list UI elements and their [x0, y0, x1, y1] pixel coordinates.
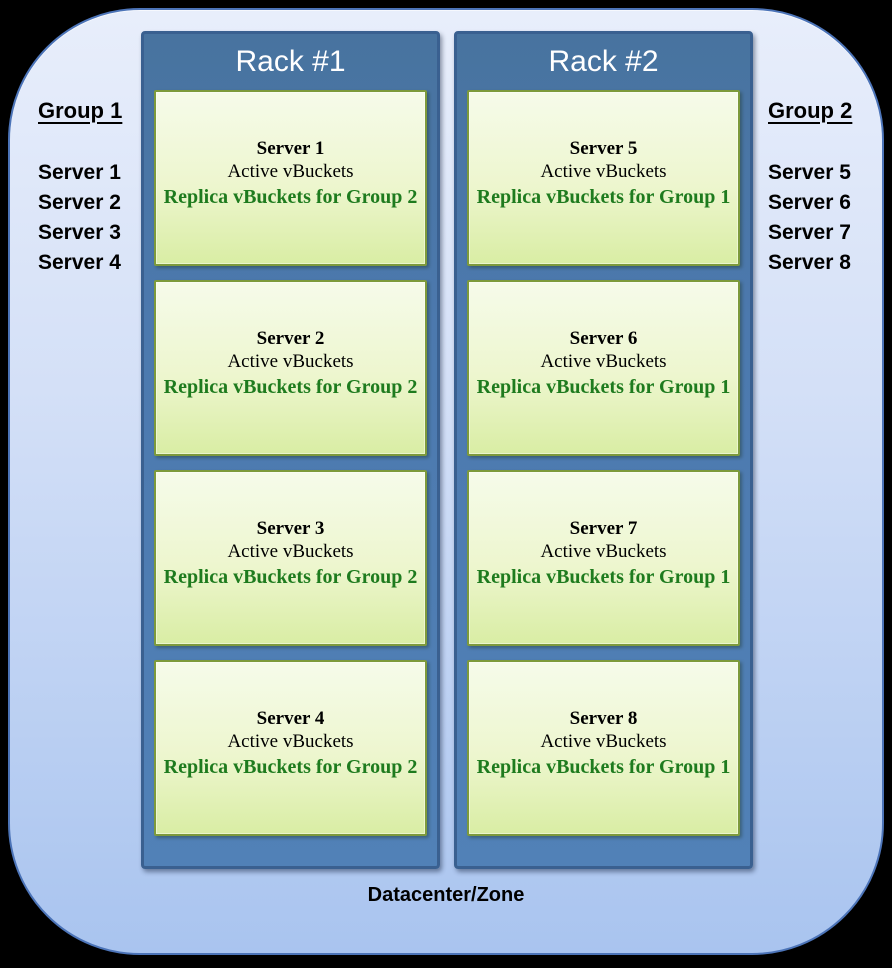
- group-1-server-label-2: Server 2: [38, 191, 121, 214]
- server-7-replica-label: Replica vBuckets for Group 1: [476, 565, 731, 588]
- rack-2-title: Rack #2: [548, 45, 659, 78]
- group-1-title: Group 1: [38, 98, 123, 123]
- group-2-server-label-4: Server 8: [768, 251, 851, 274]
- group-1-server-label-4: Server 4: [38, 251, 121, 274]
- server-4-replica-label: Replica vBuckets for Group 2: [163, 755, 418, 778]
- server-4-box: Server 4 Active vBuckets Replica vBucket…: [154, 660, 427, 836]
- server-5-box: Server 5 Active vBuckets Replica vBucket…: [467, 90, 740, 266]
- server-5-name: Server 5: [569, 137, 638, 159]
- server-6-name: Server 6: [569, 327, 638, 349]
- server-5-replica-label: Replica vBuckets for Group 1: [476, 185, 731, 208]
- server-3-active-label: Active vBuckets: [227, 540, 354, 562]
- group-1-server-label-3: Server 3: [38, 221, 121, 244]
- server-1-active-label: Active vBuckets: [227, 160, 354, 182]
- server-7-box: Server 7 Active vBuckets Replica vBucket…: [467, 470, 740, 646]
- group-2-server-label-2: Server 6: [768, 191, 851, 214]
- group-1-server-label-1: Server 1: [38, 161, 121, 184]
- server-8-replica-label: Replica vBuckets for Group 1: [476, 755, 731, 778]
- server-1-box: Server 1 Active vBuckets Replica vBucket…: [154, 90, 427, 266]
- server-4-name: Server 4: [256, 707, 325, 729]
- server-1-replica-label: Replica vBuckets for Group 2: [163, 185, 418, 208]
- rack-1: Rack #1 Server 1 Active vBuckets Replica…: [141, 31, 440, 869]
- group-2-server-label-3: Server 7: [768, 221, 851, 244]
- server-7-name: Server 7: [569, 517, 638, 539]
- server-6-active-label: Active vBuckets: [540, 350, 667, 372]
- rack-2-body: Server 5 Active vBuckets Replica vBucket…: [457, 90, 750, 866]
- server-2-name: Server 2: [256, 327, 325, 349]
- datacenter-zone-label: Datacenter/Zone: [367, 884, 525, 906]
- server-8-active-label: Active vBuckets: [540, 730, 667, 752]
- group-1-panel: Group 1 Server 1 Server 2 Server 3 Serve…: [38, 98, 122, 278]
- server-3-name: Server 3: [256, 517, 325, 539]
- group-2-title: Group 2: [768, 98, 853, 123]
- server-5-active-label: Active vBuckets: [540, 160, 667, 182]
- server-6-replica-label: Replica vBuckets for Group 1: [476, 375, 731, 398]
- server-2-active-label: Active vBuckets: [227, 350, 354, 372]
- rack-2: Rack #2 Server 5 Active vBuckets Replica…: [454, 31, 753, 869]
- rack-1-title: Rack #1: [235, 45, 346, 78]
- group-2-panel: Group 2 Server 5 Server 6 Server 7 Serve…: [768, 98, 852, 278]
- server-2-replica-label: Replica vBuckets for Group 2: [163, 375, 418, 398]
- server-6-box: Server 6 Active vBuckets Replica vBucket…: [467, 280, 740, 456]
- group-2-server-label-1: Server 5: [768, 161, 851, 184]
- server-3-replica-label: Replica vBuckets for Group 2: [163, 565, 418, 588]
- server-8-name: Server 8: [569, 707, 638, 729]
- server-3-box: Server 3 Active vBuckets Replica vBucket…: [154, 470, 427, 646]
- rack-1-body: Server 1 Active vBuckets Replica vBucket…: [144, 90, 437, 866]
- server-1-name: Server 1: [256, 137, 325, 159]
- server-7-active-label: Active vBuckets: [540, 540, 667, 562]
- server-8-box: Server 8 Active vBuckets Replica vBucket…: [467, 660, 740, 836]
- server-2-box: Server 2 Active vBuckets Replica vBucket…: [154, 280, 427, 456]
- server-4-active-label: Active vBuckets: [227, 730, 354, 752]
